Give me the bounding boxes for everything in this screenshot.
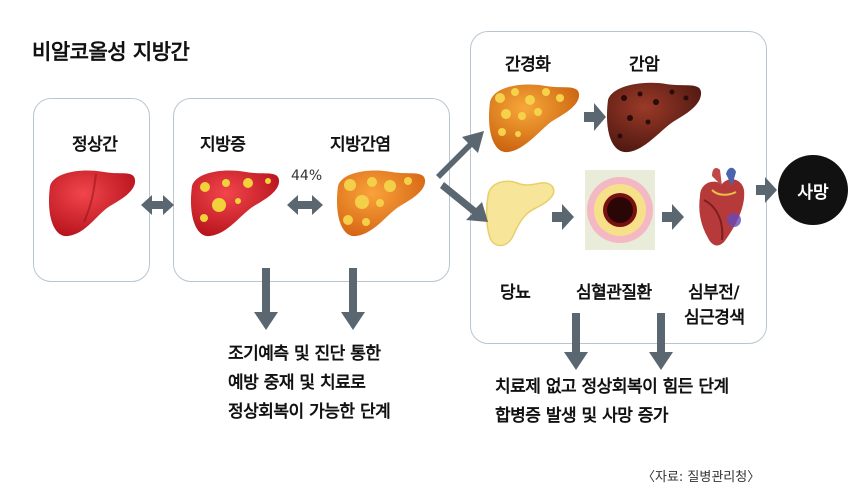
- label-heart-failure-line2: 심근경색: [684, 308, 745, 328]
- pancreas-icon: [485, 180, 555, 247]
- fatty-liver-icon: [190, 170, 280, 237]
- death-circle: 사망: [778, 155, 848, 225]
- artery-cross-section-icon: [585, 170, 655, 250]
- normal-liver-icon: [48, 170, 136, 237]
- late-note-line: 치료제 없고 정상회복이 힘든 단계: [495, 377, 729, 397]
- heart-icon: [699, 167, 745, 246]
- label-heart-failure-line1: 심부전/: [688, 283, 740, 303]
- progression-rate: 44%: [291, 168, 323, 184]
- late-note-line: 합병증 발생 및 사망 증가: [495, 406, 669, 426]
- liver-cancer-icon: [606, 82, 702, 153]
- label-steatohepatitis: 지방간염: [330, 135, 391, 155]
- label-liver-cancer: 간암: [629, 55, 660, 75]
- steatohepatitis-liver-icon: [336, 170, 426, 237]
- early-note-line: 조기예측 및 진단 통한: [228, 344, 381, 364]
- arrows: [141, 103, 777, 370]
- diagram-title: 비알코올성 지방간: [32, 40, 190, 64]
- cirrhosis-liver-icon: [488, 84, 580, 153]
- late-stage-note: 치료제 없고 정상회복이 힘든 단계 합병증 발생 및 사망 증가: [495, 373, 729, 431]
- label-diabetes: 당뇨: [500, 283, 531, 303]
- early-note-line: 예방 중재 및 치료로: [228, 373, 366, 393]
- early-note-line: 정상회복이 가능한 단계: [228, 402, 391, 422]
- early-stage-note: 조기예측 및 진단 통한 예방 중재 및 치료로 정상회복이 가능한 단계: [228, 340, 391, 427]
- label-cirrhosis: 간경화: [505, 55, 551, 75]
- label-normal-liver: 정상간: [72, 135, 118, 155]
- source-credit: 〈자료: 질병관리청〉: [642, 470, 761, 485]
- label-cardiovascular: 심혈관질환: [576, 283, 652, 303]
- label-fatty-liver: 지방증: [200, 135, 246, 155]
